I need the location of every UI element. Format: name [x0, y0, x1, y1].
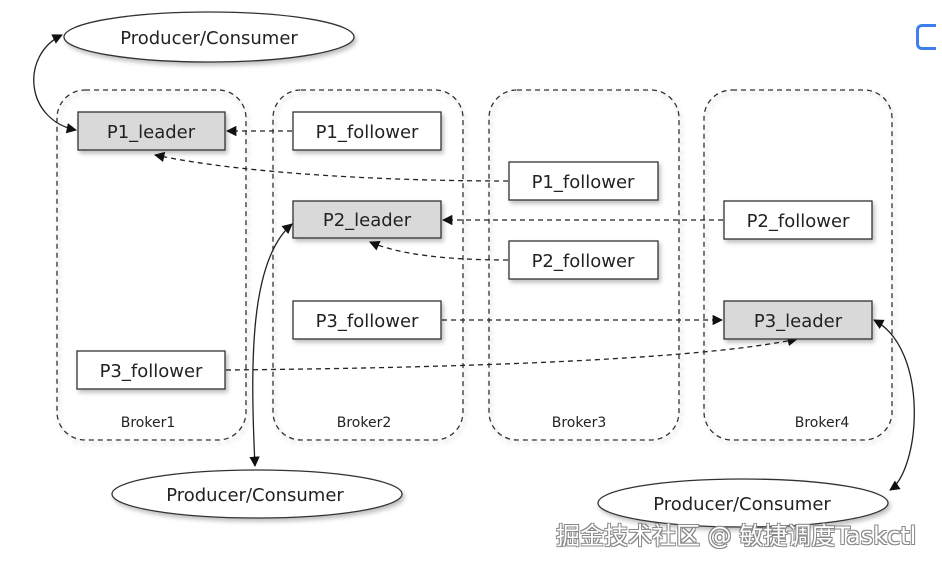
broker1-container	[56, 89, 247, 441]
b2-p1-follower-box	[292, 111, 442, 151]
b1-p3-follower-box	[76, 350, 226, 390]
bottom-left-client-label: Producer/Consumer	[166, 485, 344, 506]
p2-leader-label: P2_leader	[323, 210, 412, 231]
broker3-label: Broker3	[552, 415, 607, 431]
b3-p1-follower-label: P1_follower	[532, 172, 635, 193]
broker2-label: Broker2	[337, 415, 392, 431]
top-client-label: Producer/Consumer	[120, 28, 298, 49]
b2-p3-follower-box	[292, 300, 442, 340]
bottom-left-client-ellipse	[111, 469, 403, 519]
bottom-right-client-label: Producer/Consumer	[653, 494, 831, 515]
arrow-b3-p2-follower-to-leader	[369, 240, 509, 261]
b3-p2-follower-box	[508, 240, 659, 280]
broker4-container	[703, 89, 893, 441]
top-client-ellipse	[63, 11, 355, 63]
bottom-right-client-ellipse	[597, 478, 889, 528]
arrow-b1-p3-follower-to-leader	[225, 335, 799, 371]
b2-p3-follower-label: P3_follower	[316, 311, 419, 332]
arrow-top-client-p1-leader	[33, 34, 78, 134]
b4-p2-follower-label: P2_follower	[747, 211, 850, 232]
b4-p2-follower-box	[723, 200, 873, 240]
arrow-bl-client-p2-leader	[249, 223, 293, 468]
broker4-label: Broker4	[795, 415, 850, 431]
b3-p2-follower-label: P2_follower	[532, 251, 635, 272]
b2-p1-follower-label: P1_follower	[316, 122, 419, 143]
p1-leader-label: P1_leader	[107, 122, 196, 143]
p1-leader-box	[77, 111, 226, 151]
p3-leader-label: P3_leader	[754, 311, 843, 332]
scan-icon[interactable]	[916, 24, 936, 50]
watermark: 掘金技术社区 @ 敏捷调度Taskctl	[556, 522, 917, 550]
p2-leader-box	[292, 200, 442, 239]
p3-leader-box	[723, 300, 873, 340]
arrow-p3-leader-br-client	[873, 319, 915, 491]
b1-p3-follower-label: P3_follower	[100, 361, 203, 382]
broker1-label: Broker1	[121, 415, 176, 431]
arrow-b3-p1-follower-to-leader	[153, 151, 509, 182]
b3-p1-follower-box	[508, 161, 659, 201]
broker3-container	[488, 89, 680, 441]
